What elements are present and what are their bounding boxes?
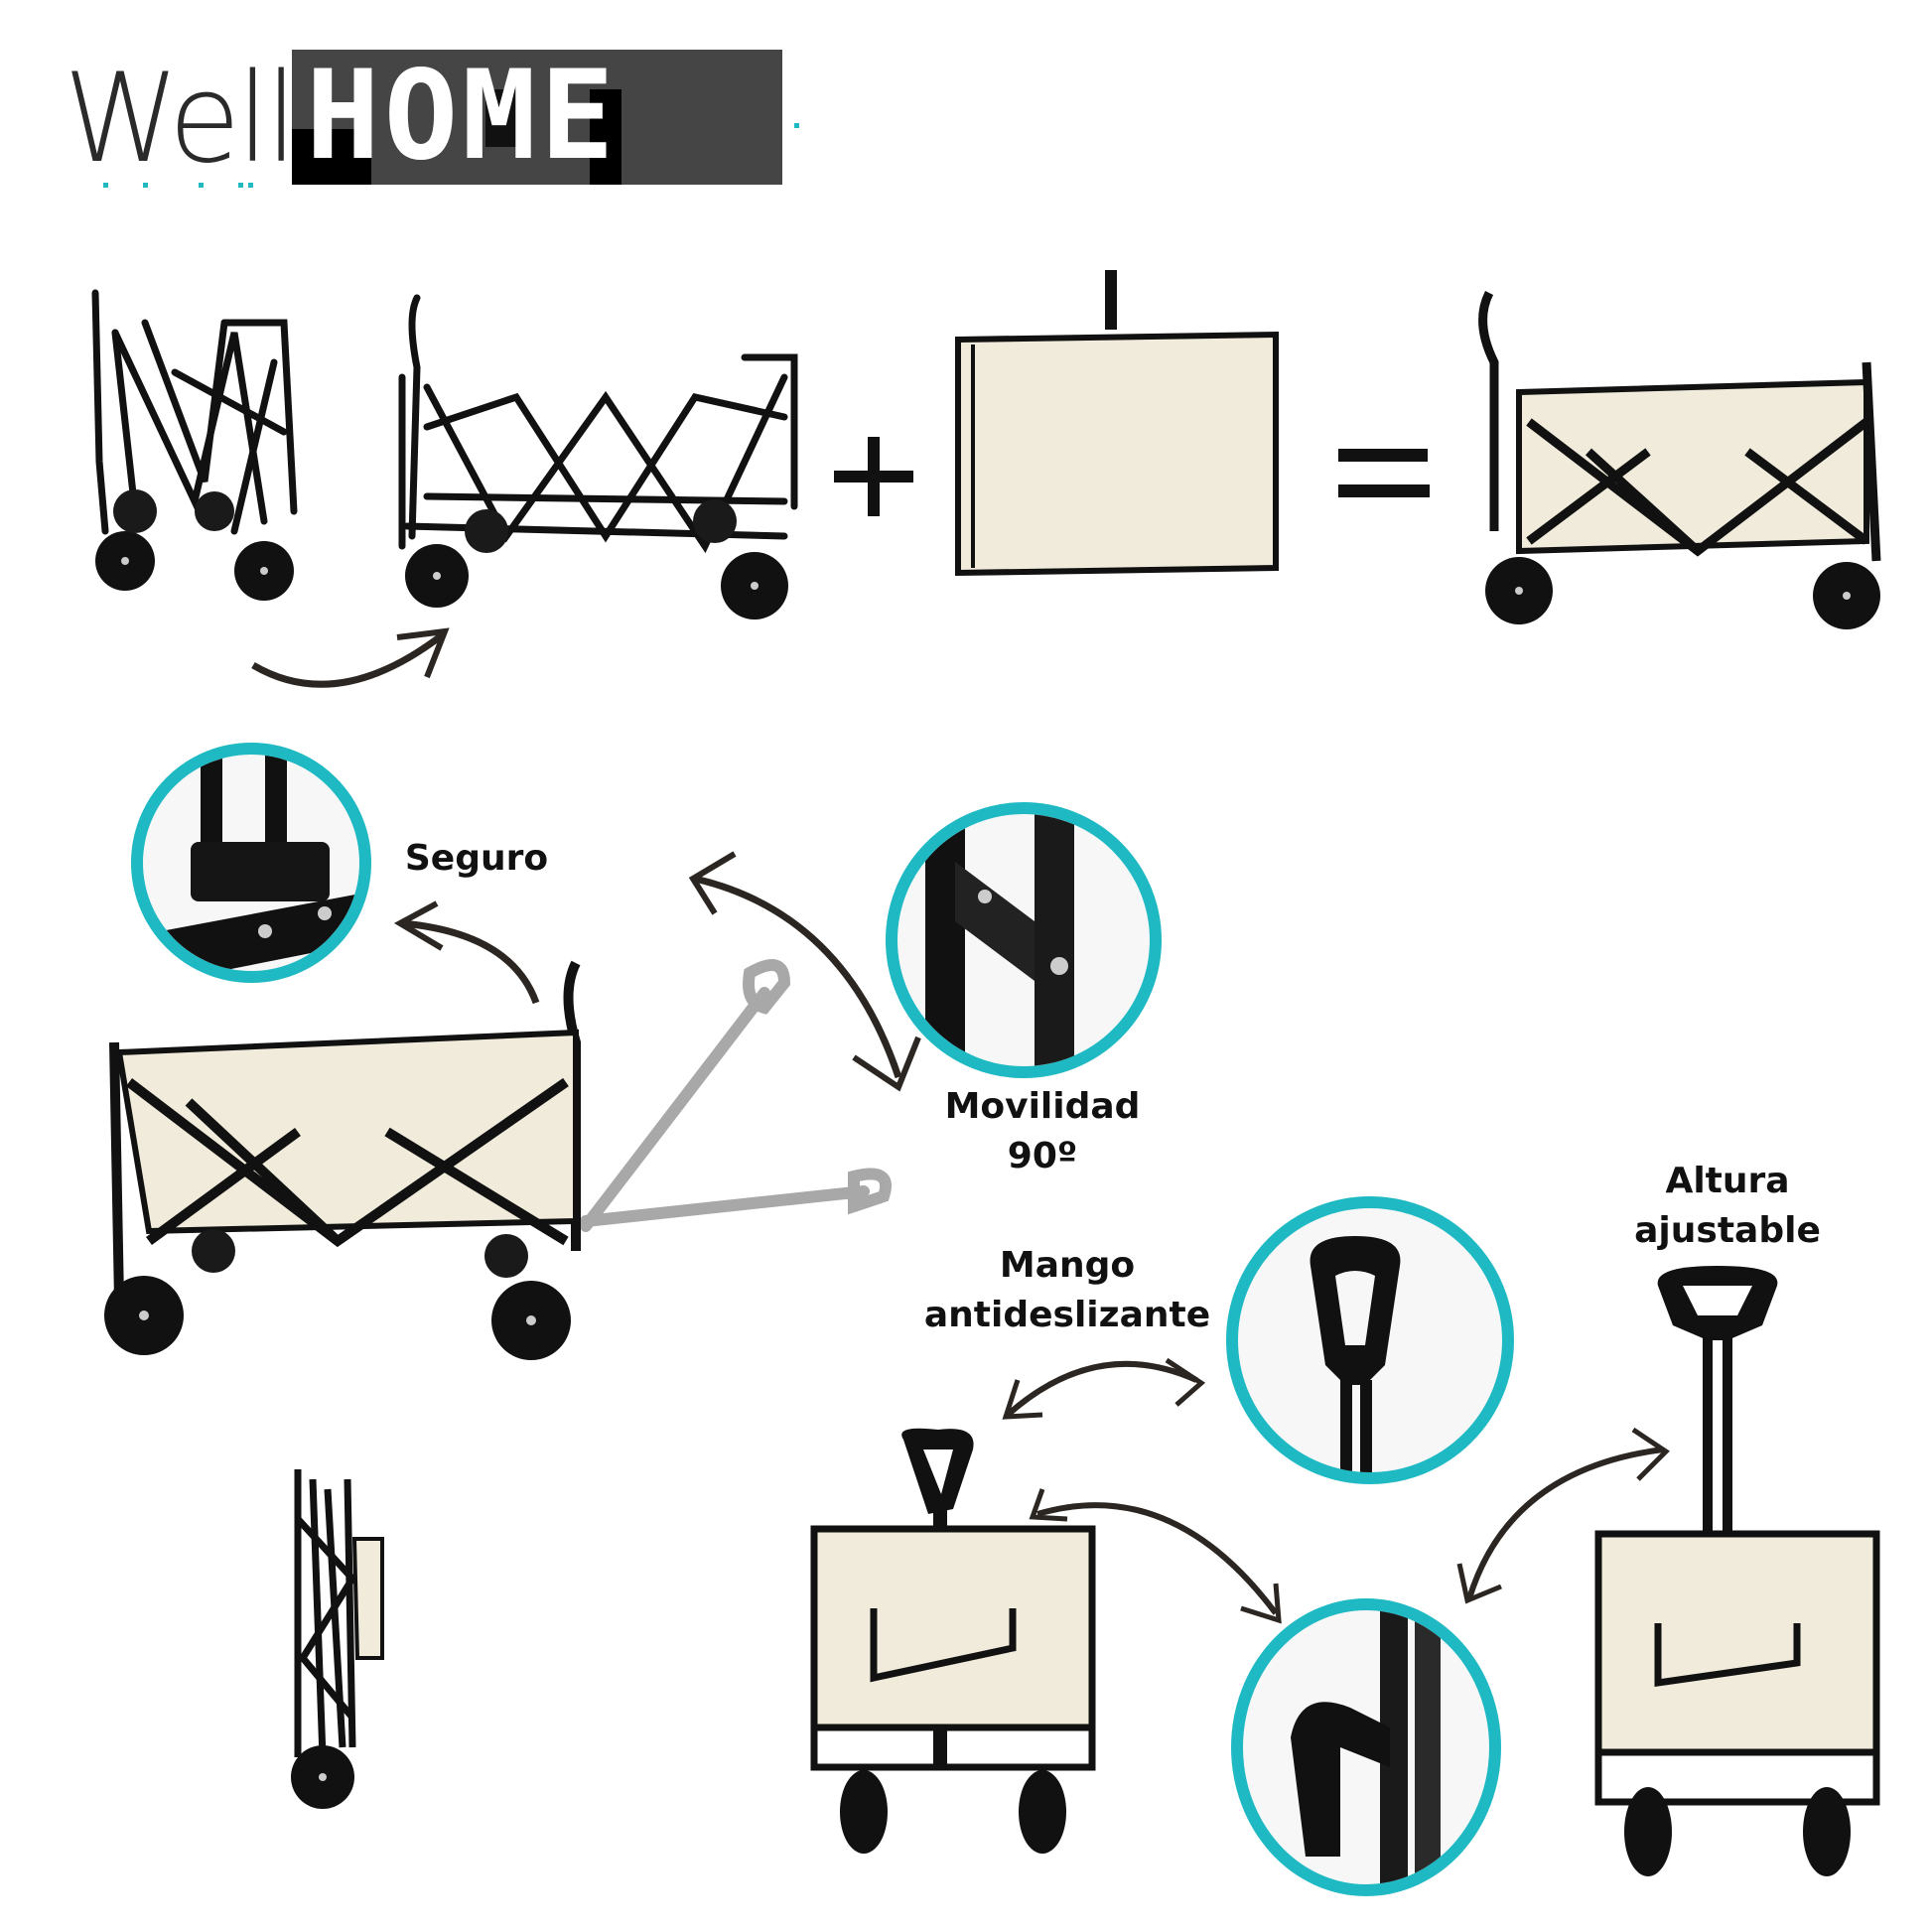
handle-label-line2: antideslizante [923, 1295, 1211, 1335]
side-wagon-illustration [104, 959, 892, 1360]
hinge-detail-icon [925, 814, 1074, 1066]
folded-frame-illustration [91, 289, 298, 601]
lock-arrow-icon [393, 900, 540, 1005]
handle-label-line1: Mango [999, 1245, 1136, 1286]
collar-arrow-left-icon [1029, 1488, 1282, 1624]
height-label-line2: ajustable [1634, 1210, 1821, 1251]
folded-compact-illustration [291, 1469, 384, 1809]
telescopic-collar-icon [1291, 1610, 1441, 1884]
front-wagon-lowered-illustration [810, 1428, 1096, 1854]
grip-handle-icon [1310, 1236, 1401, 1472]
mobility-detail-circle [886, 802, 1162, 1078]
logo-accent-dots [99, 183, 288, 189]
collar-detail-circle [1231, 1598, 1501, 1896]
mobility-label-line1: Movilidad [944, 1086, 1141, 1127]
handle-double-arrow-icon [1002, 1357, 1206, 1420]
front-wagon-raised-illustration [1594, 1266, 1880, 1876]
logo-well-text: Well [64, 46, 298, 191]
fabric-liner-illustration [955, 270, 1279, 577]
mobility-label: Movilidad 90º [923, 1082, 1162, 1181]
assembled-wagon-illustration [1478, 290, 1881, 629]
lock-label: Seguro [404, 838, 549, 879]
unfold-arrow-icon [251, 627, 450, 688]
handle-label: Mango antideslizante [918, 1241, 1216, 1340]
mobility-label-line2: 90º [1007, 1136, 1078, 1176]
plus-symbol: + [834, 437, 913, 516]
height-label-line1: Altura [1665, 1161, 1790, 1201]
mobility-arrow-icon [688, 851, 921, 1092]
lock-detail-icon [161, 755, 359, 971]
unfolded-frame-illustration [398, 294, 798, 620]
collar-arrow-right-icon [1456, 1427, 1670, 1604]
logo-home-text: HOME [306, 45, 619, 188]
logo-home-box: HOME [292, 50, 782, 185]
lock-detail-circle [131, 743, 371, 983]
equals-symbol: = [1338, 449, 1430, 500]
height-label: Altura ajustable [1608, 1157, 1847, 1256]
logo-accent-dot [794, 123, 799, 128]
